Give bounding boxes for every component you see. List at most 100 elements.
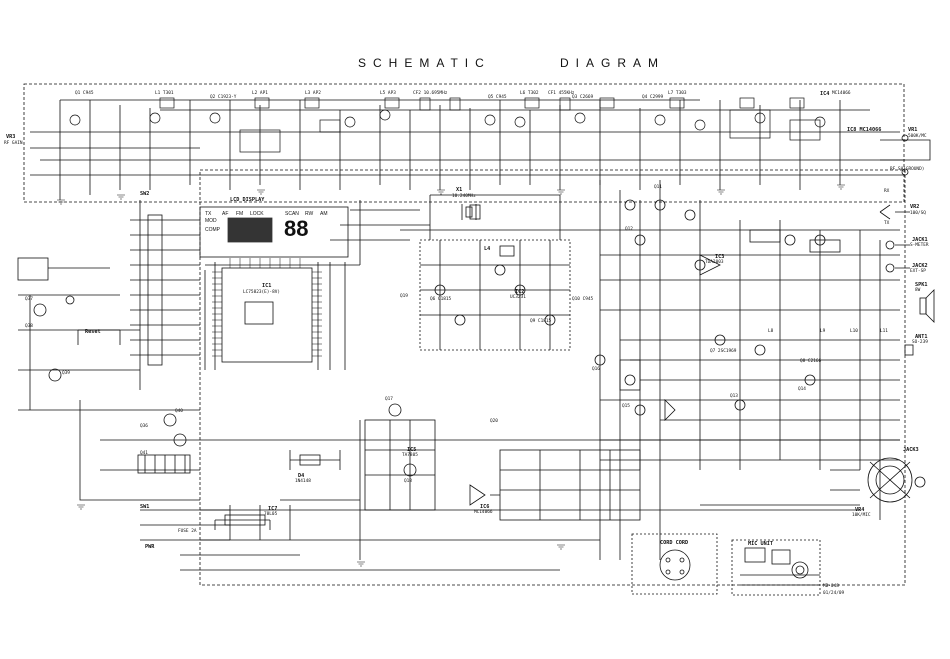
ic3-part: TDA2003 [705, 260, 724, 265]
vr4-label: VR4 [855, 507, 865, 513]
l5-label: L5 AP3 [380, 91, 396, 96]
q13-label: Q13 [730, 394, 738, 399]
main-board-outline [199, 169, 906, 586]
ic6-label: IC6 [480, 504, 490, 510]
ic1-label: IC1 [262, 283, 272, 289]
q14-label: Q14 [798, 387, 806, 392]
l6-label: L6 T302 [520, 91, 539, 96]
vr4-value: 10K/MIC [852, 513, 871, 518]
cf2-label: CF2 10.695MHz [413, 91, 448, 96]
rf-gain-right-label: RF SH(GROUND) [890, 167, 925, 172]
lcd-fm-label: FM [236, 211, 244, 217]
q6-label: Q6 C1815 [430, 297, 452, 302]
q37-label: Q37 [25, 297, 33, 302]
lcd-mod-label: MOD [205, 218, 217, 224]
jack3-label: JACK3 [903, 447, 919, 453]
ic7-part: 78L05 [264, 512, 278, 517]
q16-label: Q16 [592, 367, 600, 372]
lcd-comp-label: COMP [205, 227, 220, 233]
cf1-label: CF1 455KHz [548, 91, 575, 96]
d4-label: D4 [298, 473, 305, 479]
l7-label: L7 T303 [668, 91, 687, 96]
ic5-part: TA7805 [402, 453, 418, 458]
diagram-title-schematic: SCHEMATIC [358, 56, 491, 70]
d3-part: 1N4148 [295, 479, 311, 484]
lcd-digits: 88 [284, 216, 309, 241]
l9-label: L9 [820, 329, 826, 334]
ic3-label: IC3 [715, 254, 725, 260]
ic4-label: IC4 [820, 91, 830, 97]
sq-value: 100/SQ [910, 211, 926, 216]
ic2-part: UC3231 [510, 295, 526, 300]
lcd-lock-label: LOCK [250, 211, 264, 217]
sw2-label: SW2 [140, 191, 150, 197]
q20-label: Q20 [490, 419, 498, 424]
date-label: 01/24/09 [823, 591, 845, 596]
ic5-label: IC5 [407, 447, 417, 453]
ic2-label: IC2 [515, 289, 525, 295]
q36-label: Q36 [140, 424, 148, 429]
lcd-scan-label: SCAN [285, 211, 299, 217]
q40-label: Q40 [175, 409, 183, 414]
ic4-part: MC14066 [832, 91, 851, 96]
tx-label: TX [884, 221, 890, 226]
q2-label: Q2 C1923-Y [210, 95, 237, 100]
lcd-tx-label: TX [205, 211, 212, 217]
q18-label: Q18 [404, 479, 412, 484]
q17-label: Q17 [385, 397, 393, 402]
q19-label: Q19 [400, 294, 408, 299]
lcd-rw-label: RW [305, 211, 314, 217]
rf-section-outline [23, 83, 905, 203]
jack2-sub: EXT-SP [910, 269, 926, 274]
ant-value: SO-239 [912, 340, 928, 345]
q3-label: Q3 C2669 [572, 95, 594, 100]
cord-label: CORD CORD [660, 540, 689, 546]
l8-label: L8 [768, 329, 774, 334]
jack2-label: JACK2 [912, 263, 928, 269]
q39-label: Q39 [62, 371, 70, 376]
lcd-title-label: LCD DISPLAY [230, 197, 265, 203]
q12-label: Q12 [625, 227, 633, 232]
l1-label: L1 T301 [155, 91, 174, 96]
l2-label: L2 AP1 [252, 91, 268, 96]
q8-label: Q8 C2166 [800, 359, 822, 364]
spk1-label: SPK1 [915, 282, 928, 288]
jack1-label: JACK1 [912, 237, 928, 243]
rf-gain-label: RF GAIN [4, 141, 23, 146]
ic-sq-label: IC8 MC14066 [847, 127, 882, 133]
q7-label: Q7 2SC1969 [710, 349, 737, 354]
l3-label: L3 AP2 [305, 91, 321, 96]
lcd-am-label: AM [320, 211, 328, 217]
model-label: MB-048 [823, 584, 839, 589]
ic1-chip [221, 267, 313, 363]
q1-label: Q1 C945 [75, 91, 94, 96]
diagram-title-diagram: DIAGRAM [560, 56, 666, 70]
vr3-label: VR3 [6, 134, 16, 140]
jack1-sub: S-METER [910, 243, 929, 248]
x1-value: 10.240MHz [452, 194, 476, 199]
q38-label: Q38 [25, 324, 33, 329]
x1-label: X1 [456, 187, 463, 193]
pwr-label: PWR [145, 544, 155, 550]
q10-label: Q10 C945 [572, 297, 594, 302]
lcd-af-label: AF [222, 211, 229, 217]
ic1-part-label: LC75823(E)-8V) [243, 290, 281, 295]
ic7-label: IC7 [268, 506, 278, 512]
q9-label: Q9 C1815 [530, 319, 552, 324]
vr2-label: VR2 [910, 204, 920, 210]
q15-label: Q15 [622, 404, 630, 409]
mic-unit-label: MIC UNIT [748, 541, 773, 547]
l4-label: L4 [484, 246, 491, 252]
q4-label: Q4 C2999 [642, 95, 664, 100]
rx-label: RX [884, 189, 890, 194]
cord-section-outline [631, 533, 718, 595]
ic6-part: MC14066 [474, 510, 493, 515]
vr1-value: 500K/MC [908, 134, 927, 139]
q41-label: Q41 [140, 451, 148, 456]
lcd-display-frame [199, 206, 349, 258]
reset-label: Reset [85, 329, 101, 335]
sw1-label: SW1 [140, 504, 150, 510]
spk-value: 8W [915, 288, 921, 293]
q11-label: Q11 [654, 185, 662, 190]
